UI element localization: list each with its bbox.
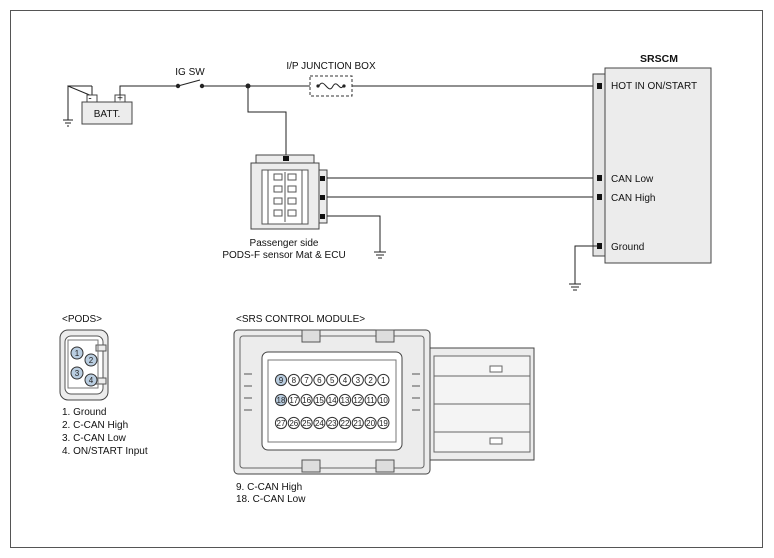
- srscm-pin-can-high: CAN High: [611, 193, 655, 204]
- srs-pin-23: [326, 416, 339, 430]
- srs-pin-4: [338, 373, 352, 387]
- pods-pin-4: [84, 373, 98, 387]
- srs-pin-label-18: 18: [277, 396, 286, 405]
- pods-pin-3: [70, 366, 84, 380]
- srs-pin-label-1: 1: [381, 376, 386, 385]
- srs-pin-21: [351, 416, 364, 430]
- srs-pin-label-19: 19: [379, 419, 388, 428]
- srs-pin-label-16: 16: [302, 396, 311, 405]
- srs-pin-label-24: 24: [315, 419, 324, 428]
- srs-pin-19: [377, 416, 390, 430]
- pods-legend-3: 3. C-CAN Low: [62, 433, 127, 444]
- srs-pin-3: [351, 373, 364, 387]
- srs-pin-label-11: 11: [366, 396, 375, 405]
- hot-wire: [119, 79, 598, 95]
- pods-pin-1: [70, 346, 84, 360]
- srs-pin-label-7: 7: [304, 376, 309, 385]
- pods-legend-2: 2. C-CAN High: [62, 420, 128, 431]
- srs-pin-6: [313, 373, 326, 387]
- srs-pin-20: [364, 416, 377, 430]
- srs-pin-27: [274, 416, 288, 430]
- srs-pin-label-10: 10: [379, 396, 388, 405]
- srs-pin-2: [364, 373, 377, 387]
- srs-pin-24: [313, 416, 326, 430]
- srscm-title: SRSCM: [640, 53, 678, 65]
- pods-legend-1: 1. Ground: [62, 407, 106, 418]
- srs-pin-label-12: 12: [353, 396, 362, 405]
- srs-pin-14: [326, 393, 339, 407]
- pods-legend-4: 4. ON/START Input: [62, 446, 148, 457]
- srscm-ground: [569, 245, 598, 291]
- srs-pin-9: [274, 373, 288, 387]
- pods-power-wire: [247, 86, 287, 156]
- pods-label-line1: Passenger side: [250, 238, 319, 249]
- srs-pin-18: [274, 393, 288, 407]
- srs-pin-17: [287, 393, 300, 407]
- svg-text:3: 3: [75, 369, 80, 378]
- svg-text:2: 2: [89, 356, 94, 365]
- srs-pin-13: [338, 393, 352, 407]
- srscm-pin-ground: Ground: [611, 242, 644, 253]
- srs-pin-16: [300, 393, 313, 407]
- srs-pin-label-27: 27: [277, 419, 286, 428]
- srs-pin-5: [326, 373, 339, 387]
- srs-pin-25: [300, 416, 313, 430]
- ig-switch-contact-right: [199, 83, 205, 89]
- srs-pin-label-8: 8: [292, 376, 297, 385]
- srs-pin-label-2: 2: [368, 376, 373, 385]
- srs-pin-label-26: 26: [289, 419, 298, 428]
- srs-legend-1: 9. C-CAN High: [236, 482, 302, 493]
- srs-pin-label-3: 3: [356, 376, 361, 385]
- battery-positive-label: +: [117, 94, 123, 105]
- junction-box: [309, 75, 353, 97]
- srs-pin-label-6: 6: [317, 376, 322, 385]
- fuse-icon: [318, 82, 344, 90]
- pods-label-line2: PODS-F sensor Mat & ECU: [222, 250, 345, 261]
- srs-pin-22: [338, 416, 352, 430]
- srs-pin-label-22: 22: [341, 419, 350, 428]
- svg-text:4: 4: [89, 376, 94, 385]
- battery-label: BATT.: [94, 109, 120, 120]
- battery: - + BATT.: [81, 94, 133, 125]
- pods-pin-2: [84, 353, 98, 367]
- junction-box-label: I/P JUNCTION BOX: [286, 61, 376, 72]
- pods-ecu: [250, 154, 328, 230]
- pods-connector-title: <PODS>: [62, 314, 102, 325]
- pods-ground: [327, 215, 386, 259]
- srs-pin-15: [313, 393, 326, 407]
- srs-connector-title: <SRS CONTROL MODULE>: [236, 314, 365, 325]
- ig-switch-label: IG SW: [175, 67, 205, 78]
- srs-pin-label-5: 5: [330, 376, 335, 385]
- srs-pin-label-4: 4: [343, 376, 348, 385]
- srs-pin-label-9: 9: [279, 376, 284, 385]
- battery-negative-label: -: [88, 94, 91, 105]
- srscm-pin-can-low: CAN Low: [611, 174, 654, 185]
- diagram-frame: [10, 10, 763, 548]
- srs-legend-2: 18. C-CAN Low: [236, 494, 306, 505]
- srs-pin-label-14: 14: [328, 396, 337, 405]
- srs-pin-1: [377, 373, 390, 387]
- srs-pin-11: [364, 393, 377, 407]
- ig-switch-contact-left: [175, 83, 181, 89]
- svg-text:1: 1: [75, 349, 80, 358]
- srs-pin-label-15: 15: [315, 396, 324, 405]
- srs-pin-label-21: 21: [353, 419, 362, 428]
- srs-pin-label-13: 13: [341, 396, 350, 405]
- srs-pin-label-25: 25: [302, 419, 311, 428]
- srs-pin-10: [377, 393, 390, 407]
- srs-pin-label-23: 23: [328, 419, 337, 428]
- srs-pin-label-17: 17: [289, 396, 298, 405]
- pods-connector: 1 2 3 4: [59, 329, 109, 401]
- srs-pin-7: [300, 373, 313, 387]
- srscm-module: [592, 67, 712, 264]
- srs-pin-8: [287, 373, 300, 387]
- srs-pin-26: [287, 416, 300, 430]
- srs-pin-label-20: 20: [366, 419, 375, 428]
- srscm-pin-hot: HOT IN ON/START: [611, 81, 697, 92]
- srs-pin-12: [351, 393, 364, 407]
